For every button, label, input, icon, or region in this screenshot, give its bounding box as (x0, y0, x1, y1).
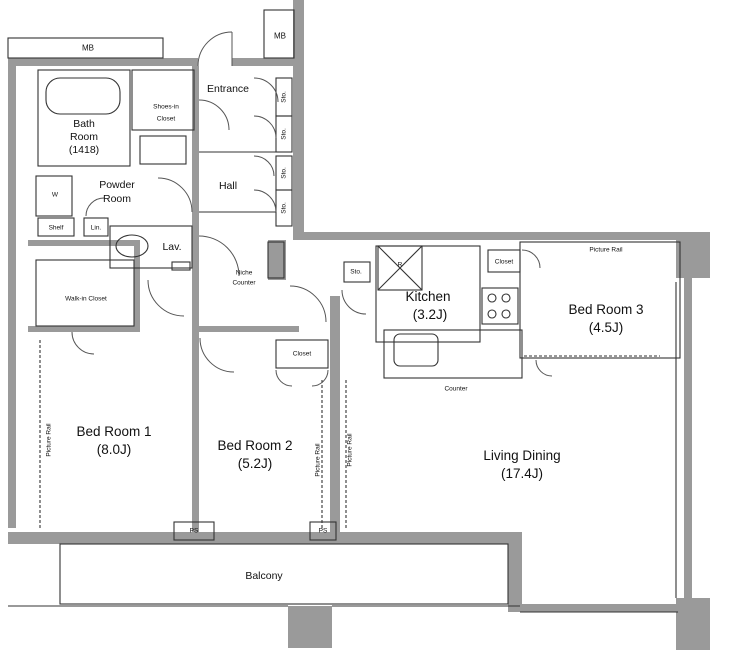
closet-br3-label: Closet (494, 258, 514, 266)
bed-room-1-size-label: (8.0J) (96, 442, 132, 458)
mb-label-left: MB (82, 43, 94, 53)
powder-room-label-2: Room (102, 192, 132, 205)
sto-kitchen-label: Sto. (350, 268, 362, 276)
walk-in-closet-label: Walk-in Closet (65, 295, 107, 303)
niche-label: Niche (235, 269, 253, 277)
niche-counter-label: Counter (232, 279, 256, 287)
walls (8, 0, 710, 650)
bed-room-2-size-label: (5.2J) (237, 456, 273, 472)
ps-label-2: PS (318, 527, 328, 535)
sto-label-3: Sto. (280, 167, 288, 179)
lin-label: Lin. (90, 224, 102, 232)
picture-rail-br1-label: Picture Rail (45, 423, 53, 457)
balcony-label: Balcony (245, 569, 283, 582)
bed-room-3-label: Bed Room 3 (568, 302, 644, 318)
kitchen-size-label: (3.2J) (412, 307, 448, 323)
bed-room-2-label: Bed Room 2 (217, 438, 293, 454)
room-outlines (7, 9, 681, 613)
entrance-label: Entrance (206, 82, 250, 95)
shoes-in-closet-label: Closet (156, 115, 176, 123)
sto-label-1: Sto. (280, 91, 288, 103)
lav-label: Lav. (162, 240, 182, 253)
bed-room-1-label: Bed Room 1 (76, 424, 152, 440)
bed-room-3-size-label: (4.5J) (588, 320, 624, 336)
sto-label-4: Sto. (280, 202, 288, 214)
bath-room-label: Bath (73, 117, 95, 130)
refrigerator-label: R (397, 261, 403, 269)
sto-label-2: Sto. (280, 128, 288, 140)
ps-label-1: PS (189, 527, 199, 535)
powder-room-label: Powder (99, 178, 135, 191)
living-dining-size-label: (17.4J) (500, 466, 544, 482)
hall-label: Hall (218, 179, 238, 192)
picture-rail-br3-label: Picture Rail (589, 246, 623, 254)
w-label: W (51, 191, 59, 199)
living-dining-label: Living Dining (483, 448, 561, 464)
picture-rail-ld-label: Picture Rail (346, 433, 354, 467)
mb-label-right: MB (274, 31, 286, 41)
closet-br2-label: Closet (292, 350, 312, 358)
counter-label: Counter (444, 385, 468, 393)
door-swings (71, 31, 553, 387)
shoes-in-label: Shoes-in (153, 103, 179, 111)
shelf-label: Shelf (48, 224, 64, 232)
kitchen-label: Kitchen (405, 289, 451, 305)
picture-rail-br2-label: Picture Rail (314, 443, 322, 477)
bath-size-label: (1418) (68, 143, 100, 156)
bath-room-label-2: Room (69, 130, 99, 143)
